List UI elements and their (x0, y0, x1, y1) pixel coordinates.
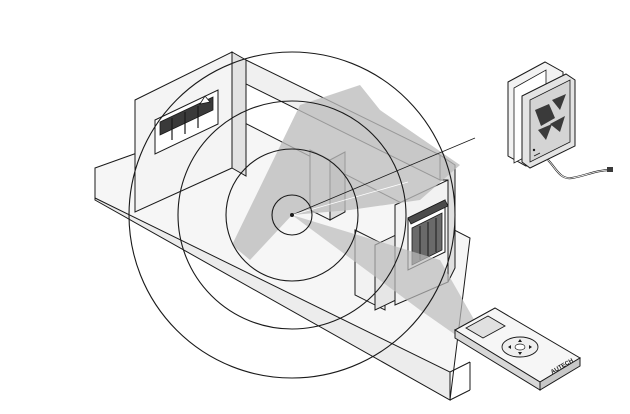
remote-display (465, 315, 506, 339)
range-circle-middle (177, 100, 407, 330)
back-wall-shutter (154, 89, 219, 155)
range-circle-core (271, 194, 313, 236)
range-circles (128, 51, 456, 379)
range-circle-outer (128, 51, 456, 379)
receiver-device (507, 61, 613, 180)
remote-control: AUTECH (454, 307, 581, 391)
signal-origin-dot (290, 213, 294, 217)
range-circle-inner (225, 148, 359, 282)
